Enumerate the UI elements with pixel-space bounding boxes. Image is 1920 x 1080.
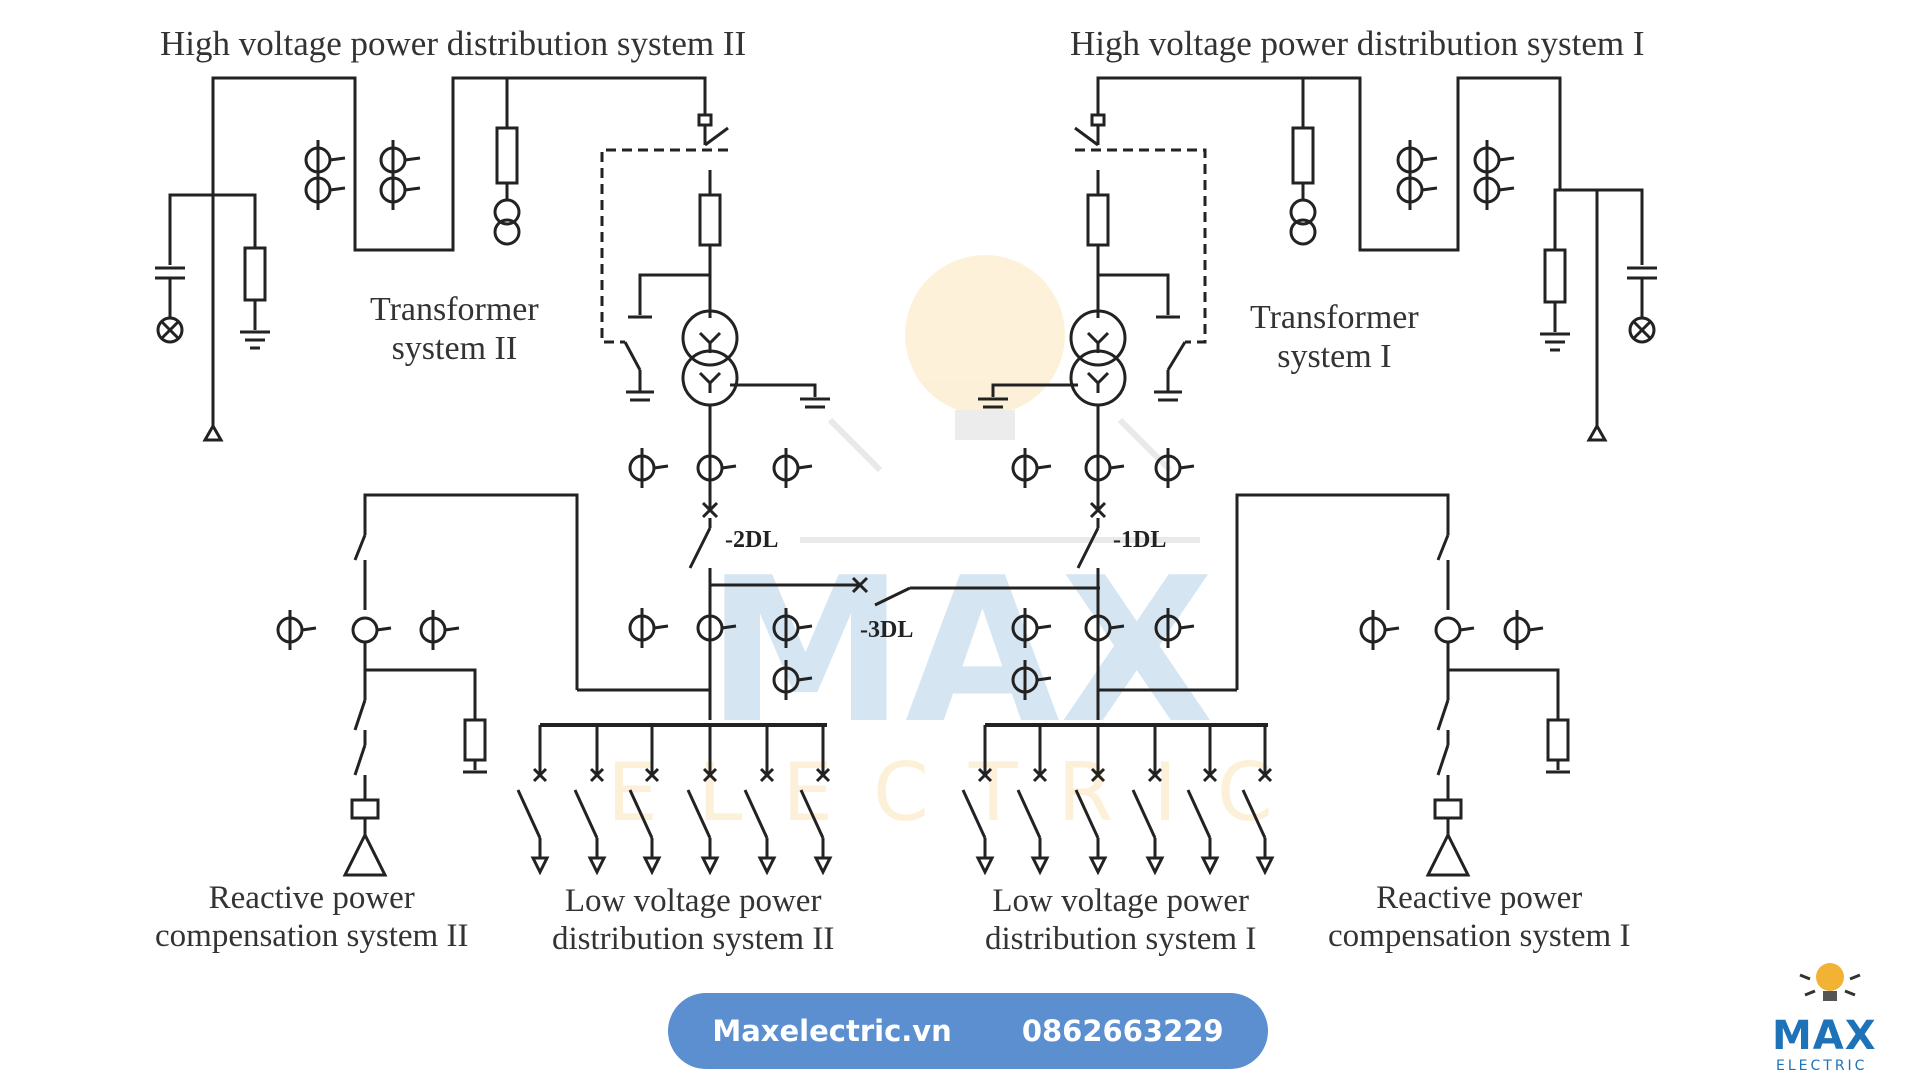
pt-icon bbox=[1289, 198, 1317, 226]
feeder-icon bbox=[686, 725, 720, 876]
feeder-icon bbox=[799, 725, 833, 876]
feeder-icon bbox=[1186, 725, 1220, 876]
fuse-icon bbox=[698, 193, 722, 247]
arrester-icon bbox=[1543, 248, 1567, 304]
fuse-icon bbox=[1086, 193, 1110, 247]
feeder-icon bbox=[961, 725, 995, 876]
label-reactive-comp-ii-line2: compensation system II bbox=[155, 917, 469, 954]
fuse-icon bbox=[1291, 126, 1315, 185]
transformer-i-column bbox=[978, 113, 1207, 720]
label-transformer-ii-line1: Transformer bbox=[370, 291, 539, 328]
lv-distribution-i bbox=[961, 723, 1275, 876]
ct-pair-icon bbox=[1396, 140, 1515, 210]
transformer-ii-column bbox=[600, 113, 1100, 720]
label-lv-distribution-i: Low voltage power distribution system I bbox=[985, 883, 1256, 959]
feeder-icon bbox=[743, 725, 777, 876]
pt-icon bbox=[493, 198, 521, 226]
feeder-icon bbox=[1016, 725, 1050, 876]
transformer-icon bbox=[681, 309, 739, 367]
capacitor-bank-icon bbox=[1425, 831, 1471, 877]
hv-system-i-network bbox=[1096, 76, 1657, 442]
feeder-icon bbox=[516, 725, 550, 876]
ct-row-i bbox=[1011, 608, 1195, 700]
ct-pair-icon bbox=[304, 140, 421, 210]
reactive-comp-i bbox=[1098, 493, 1570, 877]
label-lv-distribution-i-line2: distribution system I bbox=[985, 920, 1257, 957]
feeder-icon bbox=[628, 725, 662, 876]
label-transformer-i-line2: system I bbox=[1277, 338, 1392, 376]
logo-brand: MAX bbox=[1772, 1013, 1877, 1059]
arrester-icon bbox=[1546, 718, 1570, 762]
reactive-comp-ii bbox=[276, 493, 710, 877]
lv-distribution-ii bbox=[516, 723, 833, 876]
ct-row-ii bbox=[628, 608, 813, 700]
label-reactive-comp-i: Reactive power compensation system I bbox=[1328, 880, 1630, 956]
arrester-icon bbox=[243, 246, 267, 302]
feeder-icon bbox=[1241, 725, 1275, 876]
feeder-icon bbox=[1074, 725, 1108, 876]
breaker-3dl-label: -3DL bbox=[860, 617, 914, 643]
lamp-icon bbox=[1628, 316, 1656, 344]
breaker-1dl-label: -1DL bbox=[1113, 527, 1167, 553]
label-reactive-comp-i-line2: compensation system I bbox=[1328, 917, 1631, 954]
feeder-icon bbox=[573, 725, 607, 876]
contact-pill: Maxelectric.vn 0862663229 bbox=[668, 993, 1268, 1069]
breaker-2dl-label: -2DL bbox=[725, 527, 779, 553]
label-lv-distribution-ii: Low voltage power distribution system II bbox=[552, 883, 834, 959]
label-hv-system-ii: High voltage power distribution system I… bbox=[160, 24, 747, 63]
logo-sub: ELECTRIC bbox=[1776, 1058, 1868, 1074]
feeder-icon bbox=[1131, 725, 1165, 876]
label-lv-distribution-ii-line2: distribution system II bbox=[552, 920, 835, 957]
label-reactive-comp-i-line1: Reactive power bbox=[1376, 880, 1583, 916]
label-lv-distribution-ii-line1: Low voltage power bbox=[564, 883, 822, 919]
max-electric-logo: MAX ELECTRIC bbox=[1760, 955, 1900, 1075]
website-link[interactable]: Maxelectric.vn bbox=[712, 1014, 952, 1048]
lamp-icon bbox=[156, 316, 184, 344]
label-transformer-ii-line2: system II bbox=[391, 330, 518, 368]
label-transformer-ii: Transformer system II bbox=[370, 290, 539, 368]
label-transformer-i: Transformer system I bbox=[1250, 298, 1419, 376]
label-reactive-comp-ii-line1: Reactive power bbox=[208, 880, 415, 916]
arrester-icon bbox=[463, 718, 487, 762]
phone-number[interactable]: 0862663229 bbox=[1021, 1014, 1224, 1048]
label-reactive-comp-ii: Reactive power compensation system II bbox=[155, 880, 468, 956]
bulb-icon bbox=[1799, 963, 1861, 1001]
transformer-icon bbox=[1069, 309, 1127, 367]
label-transformer-i-line1: Transformer bbox=[1250, 299, 1419, 336]
fuse-icon bbox=[495, 126, 519, 185]
label-hv-system-i: High voltage power distribution system I bbox=[1070, 24, 1645, 63]
capacitor-bank-icon bbox=[342, 831, 388, 877]
hv-system-ii-network bbox=[155, 76, 707, 442]
label-lv-distribution-i-line1: Low voltage power bbox=[992, 883, 1249, 919]
